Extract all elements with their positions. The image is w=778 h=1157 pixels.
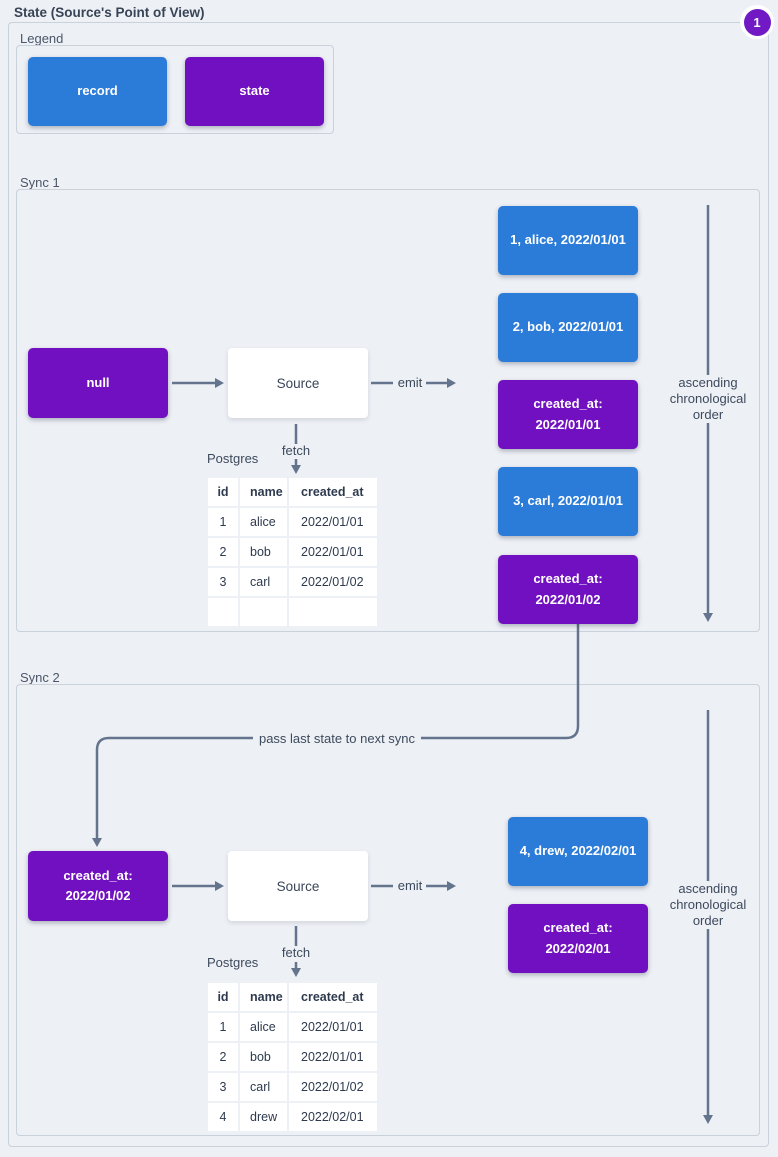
state-label-line2: 2022/01/01 [535, 416, 601, 432]
table-header-cell: name [240, 983, 287, 1011]
table-header-cell: created_at [289, 983, 377, 1011]
state-label-line1: created_at: [543, 920, 613, 936]
table-cell: carl [240, 1073, 287, 1101]
table-cell: alice [240, 1013, 287, 1041]
record-label: 3, carl, 2022/01/01 [513, 493, 623, 509]
table-cell: 1 [208, 1013, 238, 1041]
sync2-source-box: Source [228, 851, 368, 921]
state-outer-panel [8, 22, 769, 1147]
table-cell: 2022/01/01 [289, 508, 377, 536]
order-line: ascending [678, 881, 738, 896]
order-line: order [692, 913, 724, 928]
table-cell: carl [240, 568, 287, 596]
legend-panel [16, 45, 334, 134]
page-title: State (Source's Point of View) [14, 5, 205, 20]
sync2-emitted-state-1: created_at: 2022/02/01 [508, 904, 648, 973]
table-cell: drew [240, 1103, 287, 1131]
legend-state-swatch: state [185, 57, 324, 126]
table-cell: 2022/01/02 [289, 1073, 377, 1101]
record-label: 2, bob, 2022/01/01 [512, 319, 624, 335]
annotation-badge-number: 1 [743, 8, 771, 36]
sync1-source-label: Source [276, 375, 320, 391]
table-cell: 2022/01/01 [289, 1013, 377, 1041]
sync1-postgres-table: id name created_at 1 alice 2022/01/01 2 … [208, 478, 377, 626]
table-header-cell: name [240, 478, 287, 506]
sync2-source-label: Source [276, 878, 320, 894]
state-label-line2: 2022/02/01 [545, 940, 611, 956]
legend-record-label: record [77, 83, 118, 99]
table-cell: 2022/01/01 [289, 538, 377, 566]
sync1-emitted-record-2: 2, bob, 2022/01/01 [498, 293, 638, 362]
table-cell: 1 [208, 508, 238, 536]
table-cell: 3 [208, 568, 238, 596]
table-header-cell: id [208, 478, 238, 506]
sync1-emitted-record-3: 3, carl, 2022/01/01 [498, 467, 638, 536]
sync1-emitted-state-2: created_at: 2022/01/02 [498, 555, 638, 624]
table-cell: 2022/01/01 [289, 1043, 377, 1071]
table-cell [208, 598, 238, 626]
table-cell: 3 [208, 1073, 238, 1101]
sync2-order-label: ascending chronological order [660, 881, 756, 929]
sync1-input-state-label: null [86, 374, 110, 390]
state-label-line1: created_at: [533, 396, 603, 412]
sync2-emitted-record-1: 4, drew, 2022/02/01 [508, 817, 648, 886]
table-cell [240, 598, 287, 626]
state-label-line1: created_at: [63, 867, 133, 883]
sync2-postgres-table: id name created_at 1 alice 2022/01/01 2 … [208, 983, 377, 1131]
sync2-emit-label: emit [397, 878, 423, 893]
sync2-postgres-label: Postgres [207, 955, 259, 970]
record-label: 4, drew, 2022/02/01 [519, 843, 637, 859]
table-header-cell: id [208, 983, 238, 1011]
sync2-fetch-label: fetch [281, 945, 311, 960]
order-line: order [692, 407, 724, 422]
table-cell: 2 [208, 1043, 238, 1071]
table-cell: 2022/02/01 [289, 1103, 377, 1131]
sync1-order-label: ascending chronological order [660, 375, 756, 423]
table-cell [289, 598, 377, 626]
sync1-emitted-record-1: 1, alice, 2022/01/01 [498, 206, 638, 275]
sync2-title: Sync 2 [20, 670, 60, 685]
state-label-line2: 2022/01/02 [535, 591, 601, 607]
sync1-source-box: Source [228, 348, 368, 418]
sync1-emitted-state-1: created_at: 2022/01/01 [498, 380, 638, 449]
sync1-input-state-box: null [28, 348, 168, 418]
order-line: chronological [669, 897, 747, 912]
sync2-input-state-box: created_at: 2022/01/02 [28, 851, 168, 921]
record-label: 1, alice, 2022/01/01 [510, 232, 626, 248]
legend-record-swatch: record [28, 57, 167, 126]
order-line: chronological [669, 391, 747, 406]
table-cell: bob [240, 1043, 287, 1071]
sync1-emit-label: emit [397, 375, 423, 390]
table-header-cell: created_at [289, 478, 377, 506]
sync1-title: Sync 1 [20, 175, 60, 190]
legend-title: Legend [20, 31, 64, 46]
table-cell: 4 [208, 1103, 238, 1131]
sync1-postgres-label: Postgres [207, 451, 259, 466]
table-cell: 2 [208, 538, 238, 566]
state-label-line1: created_at: [533, 571, 603, 587]
order-line: ascending [678, 375, 738, 390]
legend-state-label: state [239, 83, 270, 99]
table-cell: 2022/01/02 [289, 568, 377, 596]
table-cell: bob [240, 538, 287, 566]
pass-state-label: pass last state to next sync [252, 731, 422, 746]
annotation-badge: 1 [740, 5, 774, 39]
state-label-line2: 2022/01/02 [65, 888, 131, 903]
table-cell: alice [240, 508, 287, 536]
sync1-fetch-label: fetch [281, 443, 311, 458]
